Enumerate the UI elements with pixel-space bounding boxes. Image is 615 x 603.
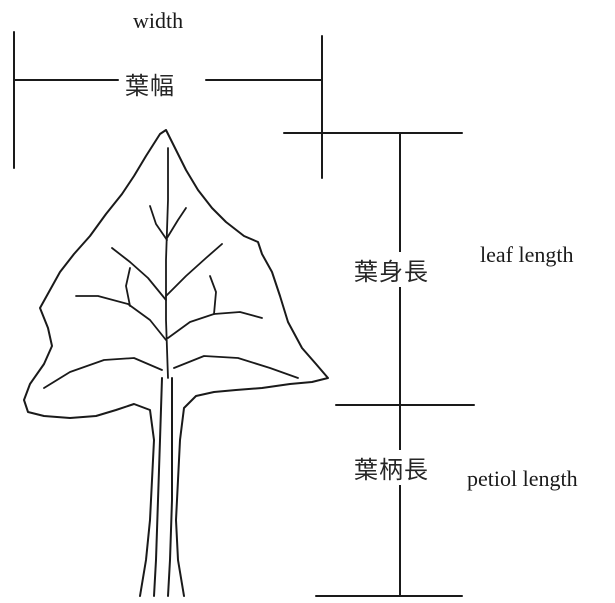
vein-basal-left: [44, 358, 162, 388]
length-dimension: [284, 133, 474, 596]
leaf-veins: [44, 148, 298, 388]
width-label-english: width: [133, 8, 183, 34]
leaf-length-label-english: leaf length: [480, 242, 573, 268]
petiole-length-label-english: petiol length: [467, 466, 578, 492]
leaf-outline: [24, 130, 328, 596]
vein-upper-right: [167, 208, 186, 238]
width-label-japanese: 葉幅: [121, 66, 179, 101]
petiole-length-label-japanese: 葉柄長: [350, 450, 433, 485]
petiole-line-right: [168, 378, 172, 596]
vein-mid-right: [166, 244, 222, 296]
vein-mid-left: [112, 248, 166, 300]
vein-upper-left: [150, 206, 167, 240]
vein-branch-left: [126, 268, 130, 306]
vein-basal-right: [174, 356, 298, 378]
leaf-length-label-japanese: 葉身長: [350, 252, 433, 287]
petiole-line-left: [154, 378, 162, 596]
vein-lower-left: [76, 296, 166, 340]
vein-lower-right: [168, 312, 262, 338]
midrib: [166, 148, 168, 378]
vein-branch-right: [210, 276, 216, 314]
